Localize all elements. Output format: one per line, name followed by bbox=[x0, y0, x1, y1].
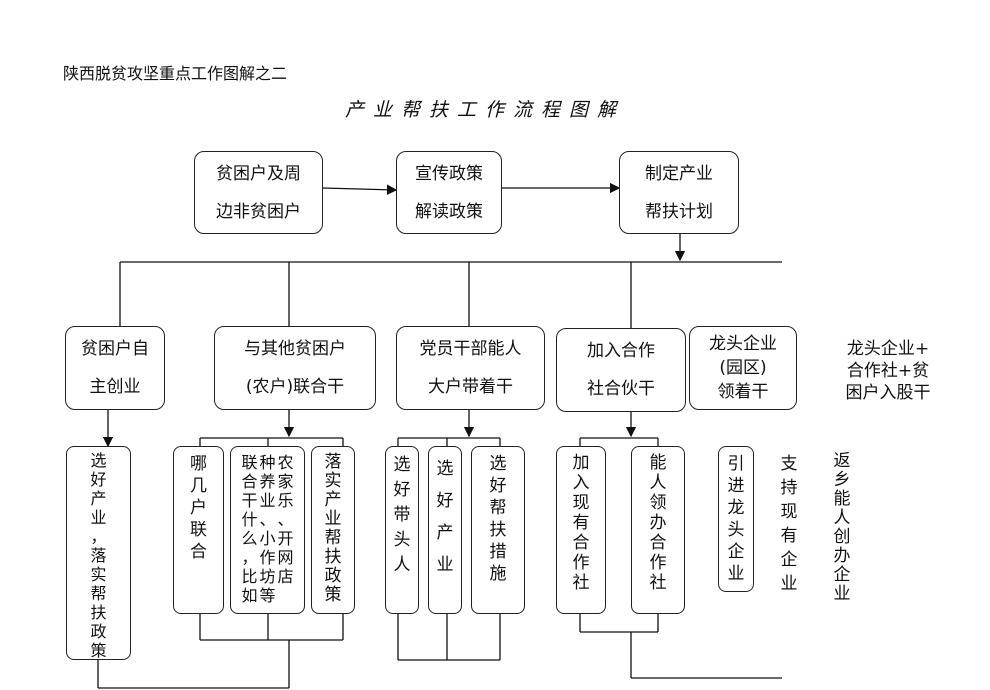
mode-cooperative-label: 加入合作 社合伙干 bbox=[587, 341, 655, 399]
detail-which-households-label: 哪 几 户 联 合 bbox=[190, 454, 207, 562]
flow-step-publicize-policy-label: 宣传政策 解读政策 bbox=[415, 163, 483, 222]
mode-joint-venture-label: 与其他贫困户 (农户)联合干 bbox=[244, 339, 346, 397]
mode-self-employment-label: 贫困户自 主创业 bbox=[81, 339, 149, 397]
page-title: 陕西脱贫攻坚重点工作图解之二 bbox=[63, 64, 288, 83]
detail-choose-industry-label: 选 好 产 业 bbox=[436, 459, 454, 575]
detail-what-to-do-col3: 联 合 干 什 么 ， 比 如 bbox=[241, 453, 258, 605]
mode-leader-driven: 党员干部能人 大户带着干 bbox=[396, 326, 545, 410]
detail-implement-policy: 落 实 产 业 帮 扶 政 策 bbox=[311, 446, 355, 614]
detail-introduce-enterprise-label: 引 进 龙 头 企 业 bbox=[727, 454, 745, 584]
mode-leading-enterprise: 龙头企业 (园区) 领着干 bbox=[689, 326, 797, 410]
detail-choose-measures: 选 好 帮 扶 措 施 bbox=[471, 446, 525, 614]
detail-implement-policy-label: 落 实 产 业 帮 扶 政 策 bbox=[324, 452, 342, 605]
detail-lead-cooperative: 能 人 领 办 合 作 社 bbox=[631, 446, 685, 614]
detail-choose-industry: 选 好 产 业 bbox=[428, 446, 462, 614]
detail-join-cooperative-label: 加 入 现 有 合 作 社 bbox=[572, 453, 590, 593]
detail-returnee-enterprise-label: 返 乡 能 人 创 办 企 业 bbox=[833, 451, 851, 604]
mode-leading-enterprise-label: 龙头企业 (园区) 领着干 bbox=[709, 334, 777, 402]
detail-which-households: 哪 几 户 联 合 bbox=[173, 446, 224, 614]
mode-leader-driven-label: 党员干部能人 大户带着干 bbox=[419, 339, 522, 397]
detail-what-to-do-col1: 种 养 业 、 小 作 坊 等 bbox=[259, 453, 276, 605]
detail-choose-industry-policy: 选 好 产 业 ， 落 实 帮 扶 政 策 bbox=[66, 446, 131, 660]
detail-join-cooperative: 加 入 现 有 合 作 社 bbox=[556, 446, 606, 614]
flow-step-publicize-policy: 宣传政策 解读政策 bbox=[396, 151, 502, 234]
detail-what-to-do: 联 合 干 什 么 ， 比 如 种 养 业 、 小 作 坊 等 农 家 乐 、 … bbox=[230, 446, 305, 614]
diagram-subtitle: 产业帮扶工作流程图解 bbox=[345, 99, 626, 121]
mode-joint-venture: 与其他贫困户 (农户)联合干 bbox=[214, 326, 376, 410]
detail-choose-leader-label: 选 好 带 头 人 bbox=[393, 455, 411, 575]
detail-choose-industry-policy-label: 选 好 产 业 ， 落 实 帮 扶 政 策 bbox=[90, 451, 107, 660]
detail-what-to-do-col2: 农 家 乐 、 开 网 店 bbox=[277, 453, 294, 586]
detail-support-enterprise-label: 支 持 现 有 企 业 bbox=[780, 454, 798, 594]
mode-self-employment: 贫困户自 主创业 bbox=[65, 326, 165, 410]
detail-choose-leader: 选 好 带 头 人 bbox=[385, 446, 419, 614]
flow-step-make-plan: 制定产业 帮扶计划 bbox=[619, 151, 739, 234]
flow-step-households-label: 贫困户及周 边非贫困户 bbox=[216, 163, 301, 222]
detail-introduce-enterprise: 引 进 龙 头 企 业 bbox=[718, 446, 754, 592]
flow-step-households: 贫困户及周 边非贫困户 bbox=[194, 151, 323, 234]
detail-lead-cooperative-label: 能 人 领 办 合 作 社 bbox=[649, 453, 667, 593]
mode-cooperative: 加入合作 社合伙干 bbox=[556, 328, 686, 412]
detail-choose-measures-label: 选 好 帮 扶 措 施 bbox=[489, 454, 507, 584]
flow-step-make-plan-label: 制定产业 帮扶计划 bbox=[645, 163, 713, 222]
mode-shareholding-label: 龙头企业+ 合作社+贫 困户入股干 bbox=[845, 339, 931, 403]
